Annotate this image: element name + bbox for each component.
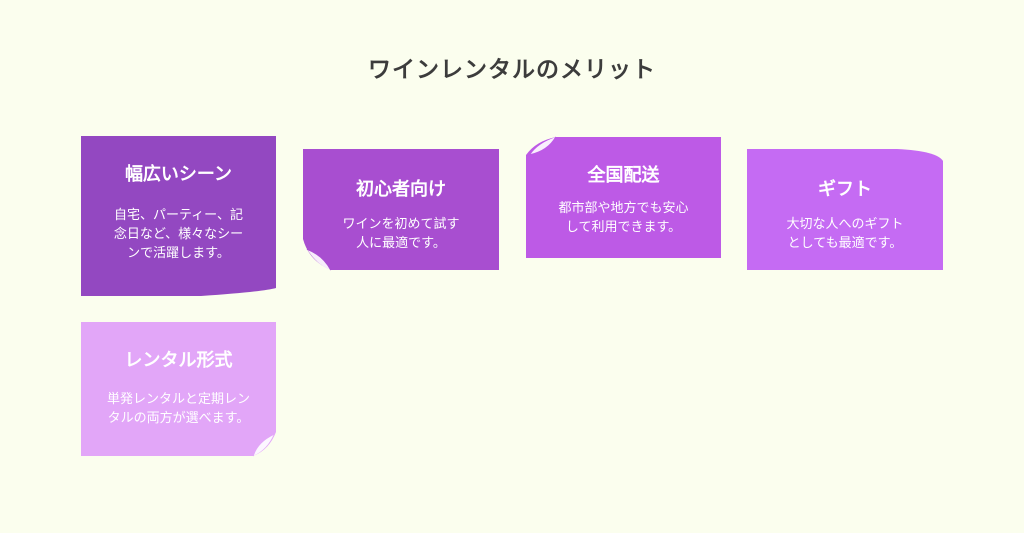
card-beginners: 初心者向け ワインを初めて試す 人に最適です。 xyxy=(303,149,499,271)
card-heading: ギフト xyxy=(818,179,872,200)
card-description: 大切な人へのギフト としても最適です。 xyxy=(786,217,904,251)
card-background xyxy=(81,136,276,296)
card-description: 単発レンタルと定期レン タルの両方が選べます。 xyxy=(106,392,250,426)
card-nationwide-delivery: 全国配送 都市部や地方でも安心 して利用できます。 xyxy=(526,136,721,258)
card-description: ワインを初めて試す 人に最適です。 xyxy=(342,217,460,251)
card-description: 都市部や地方でも安心 して利用できます。 xyxy=(558,201,689,235)
card-gift: ギフト 大切な人へのギフト としても最適です。 xyxy=(747,149,943,270)
card-heading: 全国配送 xyxy=(587,165,660,186)
card-heading: 幅広いシーン xyxy=(124,164,233,185)
card-description: 自宅、パーティー、記 念日など、様々なシー ンで活躍します。 xyxy=(113,208,244,261)
card-background xyxy=(303,149,499,271)
card-heading: 初心者向け xyxy=(356,179,446,200)
card-rental-format: レンタル形式 単発レンタルと定期レン タルの両方が選べます。 xyxy=(81,322,276,457)
card-heading: レンタル形式 xyxy=(124,350,233,371)
card-background xyxy=(81,322,276,457)
card-background xyxy=(526,136,721,258)
card-background xyxy=(747,149,943,270)
diagram-title: ワインレンタルのメリット xyxy=(368,57,656,83)
card-wide-scenes: 幅広いシーン 自宅、パーティー、記 念日など、様々なシー ンで活躍します。 xyxy=(81,136,276,296)
